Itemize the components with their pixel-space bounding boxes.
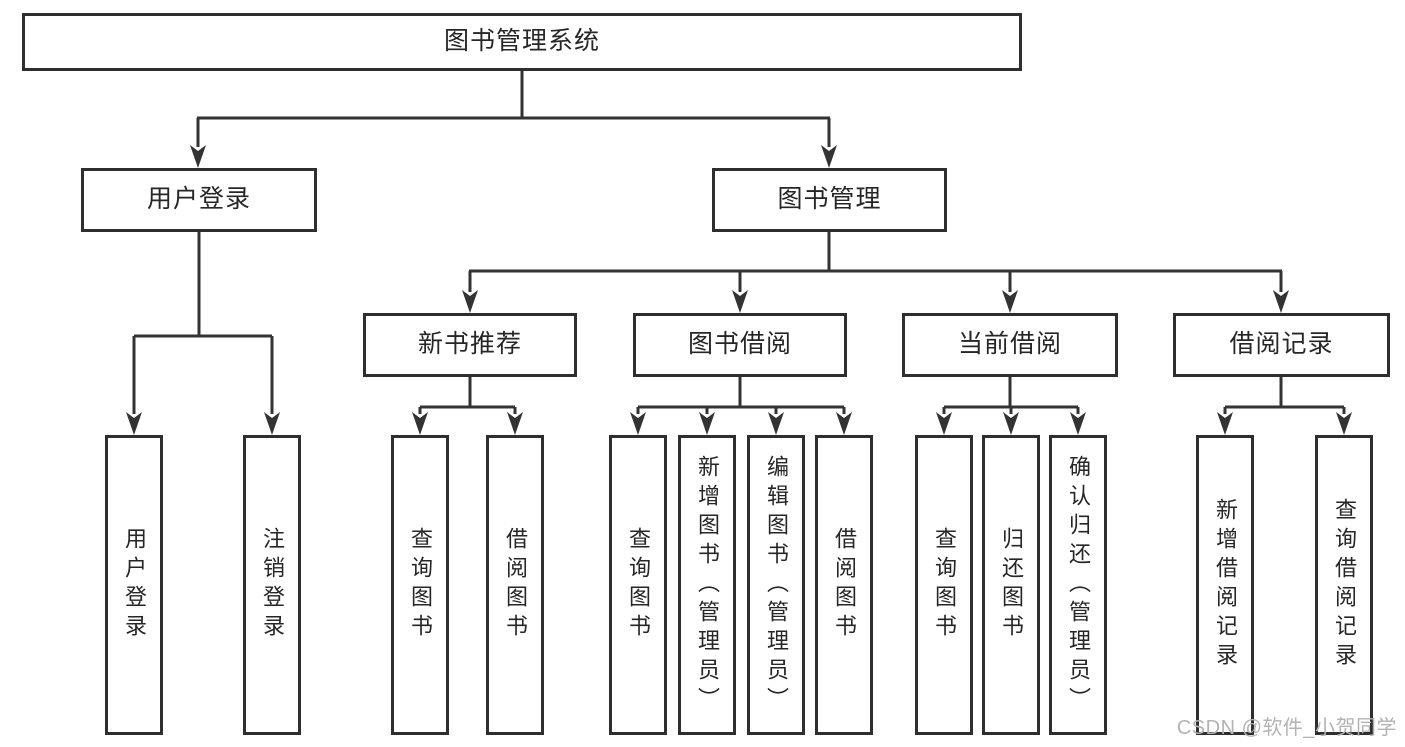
leaf-borrow-books-recommend: 借阅图书 bbox=[486, 435, 544, 735]
leaf-borrow-books: 借阅图书 bbox=[815, 435, 873, 735]
node-current-borrowing: 当前借阅 bbox=[902, 313, 1118, 377]
leaf-user-login: 用户登录 bbox=[105, 435, 163, 735]
node-book-management: 图书管理 bbox=[712, 168, 947, 232]
leaf-query-books-recommend: 查询图书 bbox=[391, 435, 449, 735]
leaf-add-borrow-record: 新增借阅记录 bbox=[1196, 435, 1254, 735]
node-book-borrowing: 图书借阅 bbox=[633, 313, 847, 377]
leaf-add-books-admin: 新增图书（管理员） bbox=[678, 435, 736, 735]
csdn-watermark: CSDN @软件_小贺同学 bbox=[1176, 717, 1397, 739]
arrow-heads bbox=[126, 145, 1352, 435]
leaf-edit-books-admin: 编辑图书（管理员） bbox=[747, 435, 805, 735]
node-library-management-system: 图书管理系统 bbox=[22, 13, 1022, 71]
leaf-query-books-current: 查询图书 bbox=[915, 435, 973, 735]
leaf-query-borrow-record: 查询借阅记录 bbox=[1315, 435, 1373, 735]
node-new-book-recommendation: 新书推荐 bbox=[363, 313, 577, 377]
leaf-logout: 注销登录 bbox=[243, 435, 301, 735]
tree-edges bbox=[132, 71, 1346, 414]
leaf-return-books: 归还图书 bbox=[982, 435, 1040, 735]
leaf-query-books-borrowing: 查询图书 bbox=[609, 435, 667, 735]
leaf-confirm-return-admin: 确认归还（管理员） bbox=[1049, 435, 1107, 735]
node-user-login: 用户登录 bbox=[81, 168, 317, 232]
node-borrowing-records: 借阅记录 bbox=[1173, 313, 1390, 377]
